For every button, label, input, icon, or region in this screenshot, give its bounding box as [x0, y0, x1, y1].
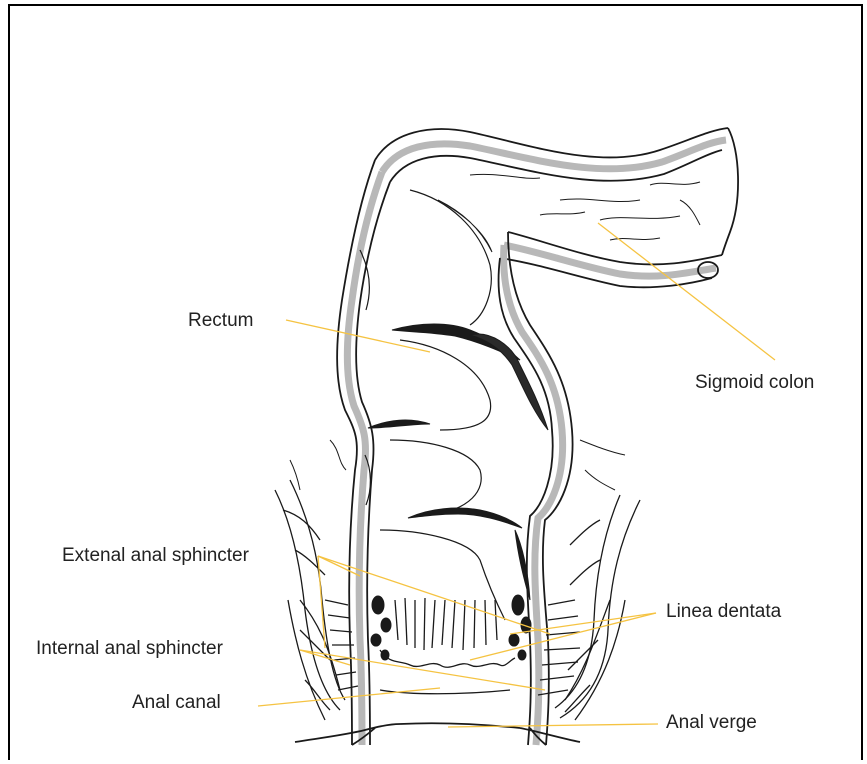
rectum-lumen-lines — [360, 190, 505, 620]
sigmoid-colon — [375, 128, 738, 287]
label-internal-anal-sphincter: Internal anal sphincter — [36, 639, 223, 658]
sphincter-muscles — [275, 440, 640, 720]
label-external-anal-sphincter: Extenal anal sphincter — [62, 546, 249, 565]
leader-lines — [258, 223, 775, 727]
label-anal-verge: Anal verge — [666, 713, 757, 732]
anal-columns — [380, 598, 515, 694]
label-sigmoid-colon: Sigmoid colon — [695, 373, 814, 392]
rectum-wall — [337, 160, 572, 745]
label-linea-dentata: Linea dentata — [666, 602, 781, 621]
rectal-folds — [368, 200, 548, 600]
label-anal-canal: Anal canal — [132, 693, 221, 712]
label-rectum: Rectum — [188, 311, 253, 330]
